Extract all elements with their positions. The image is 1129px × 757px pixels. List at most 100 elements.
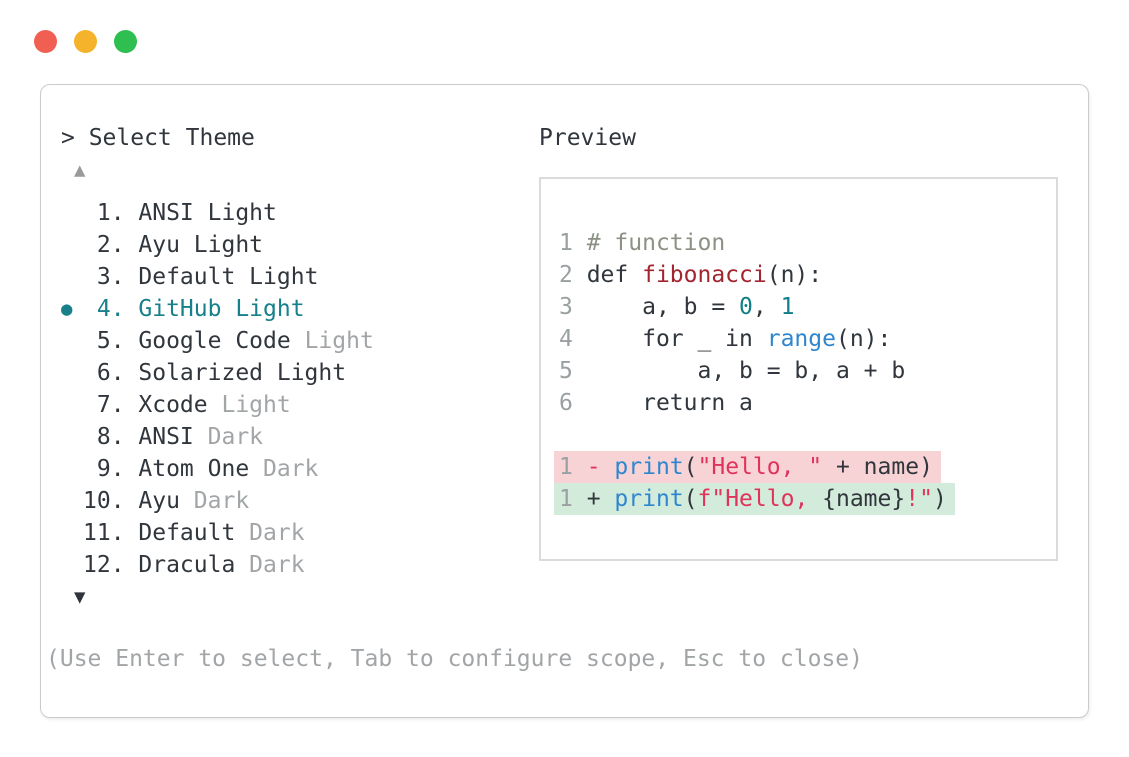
code-token: -	[586, 454, 615, 480]
minimize-button[interactable]	[74, 30, 97, 53]
code-token: def	[586, 262, 643, 288]
theme-list-item[interactable]: ● 4. GitHub Light	[61, 293, 539, 325]
theme-list-item[interactable]: ●10. Ayu Dark	[61, 485, 539, 517]
line-number: 1	[559, 486, 587, 512]
theme-item-variant: Light	[235, 264, 319, 290]
line-number: 5	[559, 358, 587, 384]
theme-item-number: 11.	[83, 520, 139, 546]
theme-item-label: 11. Default Dark	[83, 517, 305, 549]
code-token: !"	[905, 486, 933, 512]
theme-item-number: 12.	[83, 552, 139, 578]
code-line: 6 return a	[559, 387, 1056, 419]
theme-item-label: 7. Xcode Light	[83, 389, 291, 421]
theme-list-item[interactable]: ● 2. Ayu Light	[61, 229, 539, 261]
theme-item-name: Solarized	[138, 360, 264, 386]
code-token: range	[766, 326, 836, 352]
theme-item-name: Ayu	[138, 488, 180, 514]
theme-list: ● 1. ANSI Light● 2. Ayu Light● 3. Defaul…	[61, 197, 539, 581]
code-token: "Hello, "	[697, 454, 823, 480]
theme-item-name: Atom One	[138, 456, 250, 482]
theme-item-variant: Light	[263, 360, 347, 386]
theme-item-label: 3. Default Light	[83, 261, 319, 293]
code-token: fibonacci	[642, 262, 767, 288]
code-token: (	[683, 454, 698, 480]
selected-bullet-icon: ●	[61, 298, 73, 320]
code-token: +	[586, 486, 615, 512]
theme-item-number: 4.	[83, 296, 139, 322]
terminal-window: > Select Theme ▲ ● 1. ANSI Light● 2. Ayu…	[40, 84, 1089, 718]
line-number: 6	[559, 390, 587, 416]
theme-item-name: ANSI	[138, 200, 194, 226]
theme-item-variant: Light	[193, 200, 277, 226]
theme-item-name: Default	[138, 520, 236, 546]
theme-item-variant: Light	[290, 328, 374, 354]
code-token: (n):	[766, 262, 823, 288]
code-token: + name)	[822, 454, 933, 480]
code-token: print	[614, 454, 684, 480]
code-line: 4 for _ in range(n):	[559, 323, 1056, 355]
theme-item-variant: Light	[179, 232, 264, 258]
code-line: 3 a, b = 0, 1	[559, 291, 1056, 323]
code-token: (	[683, 486, 698, 512]
theme-list-item[interactable]: ● 5. Google Code Light	[61, 325, 539, 357]
code-token: a, b =	[586, 294, 740, 320]
zoom-button[interactable]	[114, 30, 137, 53]
code-line-blank	[559, 195, 1056, 227]
theme-item-name: Ayu	[138, 232, 180, 258]
theme-list-item[interactable]: ●11. Default Dark	[61, 517, 539, 549]
theme-item-name: GitHub	[138, 296, 222, 322]
code-line: 1 # function	[559, 227, 1056, 259]
keyboard-hint: (Use Enter to select, Tab to configure s…	[46, 646, 863, 672]
diff-highlight: 1 + print(f"Hello, {name}!")	[554, 483, 955, 515]
theme-list-item[interactable]: ● 3. Default Light	[61, 261, 539, 293]
theme-item-label: 12. Dracula Dark	[83, 549, 305, 581]
theme-list-item[interactable]: ●12. Dracula Dark	[61, 549, 539, 581]
diff-line-removed: 1 - print("Hello, " + name)	[554, 451, 1056, 483]
theme-item-label: 1. ANSI Light	[83, 197, 277, 229]
close-button[interactable]	[34, 30, 57, 53]
line-number: 3	[559, 294, 587, 320]
theme-item-label: 5. Google Code Light	[83, 325, 374, 357]
theme-item-number: 1.	[83, 200, 139, 226]
scroll-down-icon[interactable]: ▼	[74, 586, 86, 608]
theme-item-number: 6.	[83, 360, 139, 386]
theme-item-name: Dracula	[138, 552, 236, 578]
theme-list-item[interactable]: ● 8. ANSI Dark	[61, 421, 539, 453]
theme-item-number: 9.	[83, 456, 139, 482]
code-token: for _ in	[586, 326, 767, 352]
main-columns: > Select Theme ▲ ● 1. ANSI Light● 2. Ayu…	[41, 85, 1088, 613]
theme-list-item[interactable]: ● 7. Xcode Light	[61, 389, 539, 421]
code-token: (n):	[835, 326, 892, 352]
code-line-blank	[559, 419, 1056, 451]
theme-list-item[interactable]: ● 1. ANSI Light	[61, 197, 539, 229]
code-token: 0	[739, 294, 753, 320]
theme-item-number: 7.	[83, 392, 139, 418]
code-token: return a	[586, 390, 753, 416]
theme-item-number: 2.	[83, 232, 139, 258]
code-token: a, b = b, a + b	[586, 358, 906, 384]
theme-item-variant: Dark	[179, 488, 250, 514]
window-controls	[34, 30, 137, 53]
theme-list-item[interactable]: ● 6. Solarized Light	[61, 357, 539, 389]
diff-line-added: 1 + print(f"Hello, {name}!")	[554, 483, 1056, 515]
theme-item-label: 9. Atom One Dark	[83, 453, 319, 485]
line-number: 2	[559, 262, 587, 288]
code-line: 2 def fibonacci(n):	[559, 259, 1056, 291]
theme-item-label: 8. ANSI Dark	[83, 421, 263, 453]
theme-list-item[interactable]: ● 9. Atom One Dark	[61, 453, 539, 485]
theme-item-name: ANSI	[138, 424, 194, 450]
theme-item-variant: Dark	[235, 520, 305, 546]
theme-item-label: 4. GitHub Light	[83, 293, 305, 325]
code-token: )	[932, 486, 947, 512]
theme-item-label: 6. Solarized Light	[83, 357, 346, 389]
theme-item-name: Xcode	[138, 392, 208, 418]
theme-item-label: 2. Ayu Light	[83, 229, 263, 261]
theme-item-variant: Light	[221, 296, 305, 322]
code-token: f"Hello,	[697, 486, 823, 512]
scroll-up-icon[interactable]: ▲	[74, 159, 86, 181]
code-token: ,	[752, 294, 781, 320]
theme-item-variant: Dark	[193, 424, 264, 450]
